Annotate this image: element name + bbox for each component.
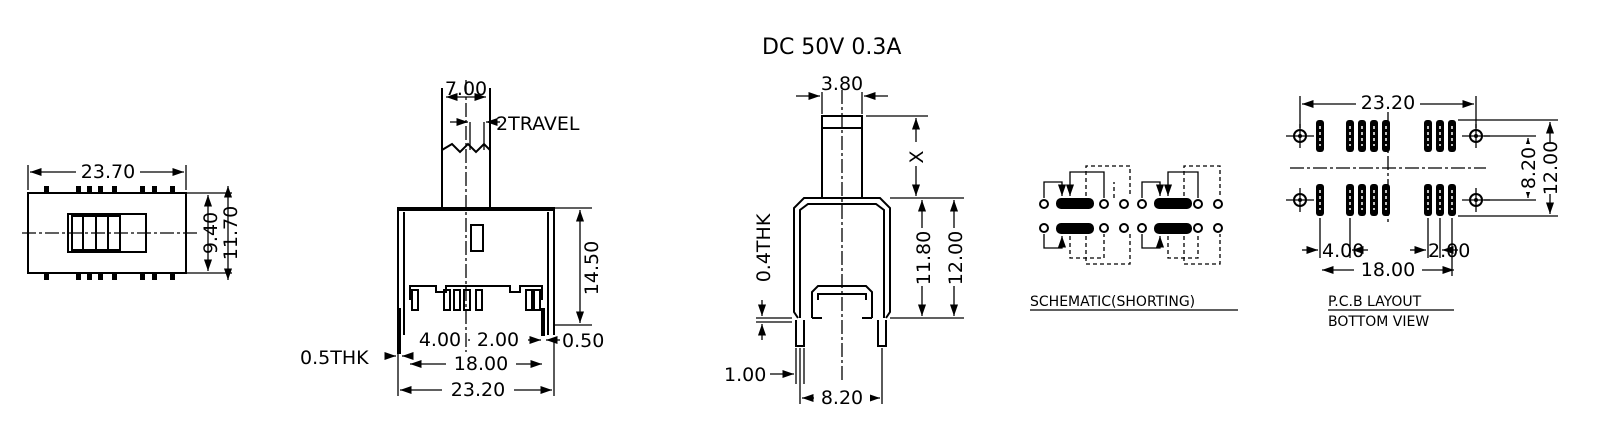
schematic-block-left bbox=[1039, 165, 1131, 265]
side-view-leg-right bbox=[877, 320, 887, 347]
top-view-height-outer-dim: 11.70 bbox=[220, 206, 242, 260]
side-view-frame bbox=[793, 197, 891, 319]
schematic: SCHEMATIC(SHORTING) bbox=[1030, 165, 1238, 311]
top-view: 23.70 9.40 11.70 bbox=[22, 160, 242, 280]
side-view-base bbox=[811, 285, 873, 318]
side-view-height-outer-dim: 12.00 bbox=[945, 231, 967, 285]
pcb-row-spacing-dim: 8.20 bbox=[1518, 147, 1540, 189]
top-view-width-dim: 23.70 bbox=[81, 161, 135, 183]
side-view-actuator-width-dim: 3.80 bbox=[821, 73, 863, 95]
schematic-caption: SCHEMATIC(SHORTING) bbox=[1030, 294, 1195, 310]
pcb-caption-line1: P.C.B LAYOUT bbox=[1328, 294, 1422, 310]
front-view-pitch-outer-dim: 4.00 bbox=[419, 329, 461, 351]
pcb-pads-bottom bbox=[1316, 184, 1456, 216]
front-view-span-dim: 18.00 bbox=[454, 353, 508, 375]
front-view-terminal-width-dim: 0.50 bbox=[562, 330, 604, 352]
pcb-pads-top bbox=[1316, 120, 1456, 152]
side-view-terminal-width-dim: 1.00 bbox=[724, 364, 766, 386]
side-view-actuator-height-dim: X bbox=[906, 150, 928, 163]
pcb-width-dim: 23.20 bbox=[1361, 92, 1415, 114]
side-view: 3.80 X 11.80 12.00 0.4THK 1.00 bbox=[724, 73, 967, 409]
front-view-thickness-label: 0.5THK bbox=[300, 347, 369, 369]
rating-label: DC 50V 0.3A bbox=[762, 35, 901, 60]
front-view-pitch-inner-dim: 2.00 bbox=[477, 329, 519, 351]
side-view-leg-left bbox=[795, 320, 805, 347]
pcb-height-dim: 12.00 bbox=[1540, 141, 1562, 195]
pcb-pitch-outer-dim: 4.00 bbox=[1322, 240, 1364, 262]
top-view-height-inner-dim: 9.40 bbox=[200, 212, 222, 254]
pcb-pitch-inner-dim: 2.00 bbox=[1428, 240, 1470, 262]
side-view-height-inner-dim: 11.80 bbox=[913, 231, 935, 285]
pcb-caption-line2: BOTTOM VIEW bbox=[1328, 314, 1429, 330]
top-view-terminals-bottom bbox=[44, 272, 175, 280]
front-view-actuator bbox=[441, 142, 491, 208]
front-view-overall-width-dim: 23.20 bbox=[451, 379, 505, 401]
front-view-contact bbox=[470, 224, 484, 252]
front-view: 7.00 2TRAVEL 14.50 bbox=[300, 78, 604, 401]
front-view-terminals bbox=[411, 289, 541, 311]
pcb-layout: 23.20 8.20 12.00 4.00 2.00 18.00 P.C.B L… bbox=[1286, 92, 1562, 330]
front-view-terminal-shelf bbox=[409, 285, 543, 300]
top-view-terminals-top bbox=[44, 186, 175, 194]
front-view-travel-label: 2TRAVEL bbox=[496, 113, 580, 135]
side-view-span-dim: 8.20 bbox=[821, 387, 863, 409]
side-view-thickness-label: 0.4THK bbox=[753, 213, 775, 282]
schematic-block-right bbox=[1137, 165, 1223, 265]
front-view-height-dim: 14.50 bbox=[581, 241, 603, 295]
pcb-span-dim: 18.00 bbox=[1361, 259, 1415, 281]
